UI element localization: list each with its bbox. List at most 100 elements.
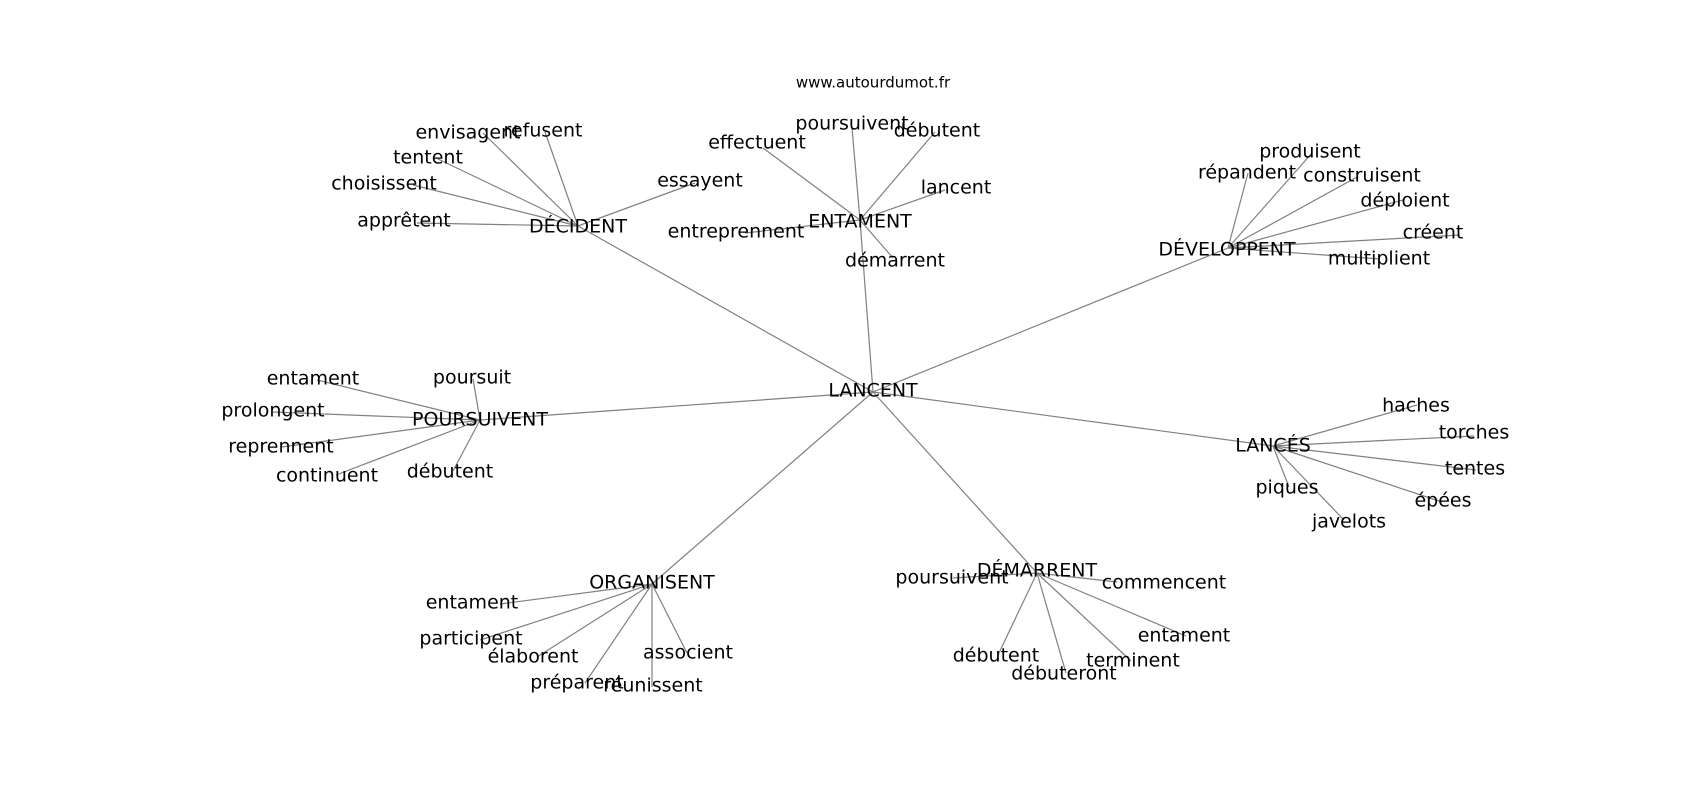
leaf-edge xyxy=(859,219,894,259)
leaf-word: débutent xyxy=(953,645,1039,667)
leaf-edge xyxy=(762,147,861,221)
leaf-edge xyxy=(1227,247,1381,260)
leaf-edge xyxy=(859,189,946,221)
leaf-word: tentent xyxy=(393,147,463,169)
leaf-word: continuent xyxy=(276,465,378,487)
leaf-word: apprêtent xyxy=(357,210,450,232)
leaf-word: poursuivent xyxy=(795,113,908,135)
leaf-edge xyxy=(1227,152,1313,249)
leaf-edge xyxy=(416,222,579,227)
hub-word: POURSUIVENT xyxy=(412,409,548,431)
leaf-edge xyxy=(536,583,653,658)
center-edge xyxy=(479,391,874,421)
leaf-word: entament xyxy=(1138,625,1231,647)
leaf-edge xyxy=(281,419,481,448)
center-edge xyxy=(872,247,1229,393)
leaf-word: piques xyxy=(1255,477,1318,499)
leaf-word: reprennent xyxy=(228,436,334,458)
leaf-word: lancent xyxy=(921,177,992,199)
center-edge xyxy=(872,391,1038,574)
leaf-word: prolongent xyxy=(221,400,324,422)
leaf-edge xyxy=(544,131,579,227)
leaf-word: essayent xyxy=(657,170,743,192)
leaf-edge xyxy=(1227,172,1249,249)
leaf-edge xyxy=(412,184,579,227)
leaf-edge xyxy=(1036,572,1187,637)
leaf-edge xyxy=(1036,572,1132,662)
hub-word: DÉCIDENT xyxy=(529,215,627,238)
leaf-edge xyxy=(316,379,481,421)
leaf-word: réunissent xyxy=(603,675,702,697)
leaf-word: répandent xyxy=(1198,162,1296,184)
leaf-word: associent xyxy=(643,642,733,664)
leaf-word: entament xyxy=(267,368,360,390)
center-edge xyxy=(872,391,1274,447)
hub-word: ENTAMENT xyxy=(808,211,912,233)
hub-word: LANCÉS xyxy=(1235,434,1311,457)
leaf-word: entament xyxy=(426,592,519,614)
leaf-edge xyxy=(952,572,1038,579)
leaf-edge xyxy=(997,572,1038,656)
leaf-edge xyxy=(1272,445,1443,503)
leaf-edge xyxy=(1272,404,1418,447)
leaf-edge xyxy=(479,583,653,641)
leaf-word: épées xyxy=(1414,490,1471,512)
hub-word: DÉMARRENT xyxy=(977,559,1098,582)
leaf-word: démarrent xyxy=(845,250,945,272)
leaf-edge xyxy=(1036,572,1118,583)
leaf-edge xyxy=(499,583,653,605)
leaf-word: commencent xyxy=(1102,572,1226,594)
leaf-word: construisent xyxy=(1303,165,1421,187)
leaf-word: débutent xyxy=(894,120,980,142)
leaf-word: refusent xyxy=(504,120,583,142)
leaf-word: torches xyxy=(1439,422,1510,444)
leaf-edge xyxy=(335,419,481,476)
leaf-word: produisent xyxy=(1259,141,1361,163)
leaf-edge xyxy=(744,219,861,234)
leaf-word: créent xyxy=(1403,222,1464,244)
leaf-word: débutent xyxy=(407,461,493,483)
leaf-word: poursuit xyxy=(433,367,511,389)
leaf-edge xyxy=(1272,445,1477,471)
leaf-word: effectuent xyxy=(708,132,806,154)
leaf-edge xyxy=(272,411,481,421)
leaf-word: préparent xyxy=(530,672,623,694)
leaf-word: élaborent xyxy=(488,646,579,668)
leaf-word: terminent xyxy=(1086,650,1180,672)
leaf-word: poursuivent xyxy=(895,567,1008,589)
center-word: LANCENT xyxy=(828,380,918,402)
center-edge xyxy=(859,219,874,393)
hub-word: DÉVELOPPENT xyxy=(1158,238,1296,261)
center-edge xyxy=(651,391,874,585)
leaf-edge xyxy=(452,419,481,472)
graph-edges xyxy=(272,127,1477,687)
leaf-edge xyxy=(1272,445,1345,521)
leaf-edge xyxy=(651,583,688,654)
leaf-edge xyxy=(472,378,481,421)
graph-labels: www.autourdumot.fr LANCENT DÉCIDENT envis… xyxy=(221,74,1509,697)
leaf-edge xyxy=(437,158,579,227)
leaf-edge xyxy=(851,127,861,221)
leaf-edge xyxy=(482,132,579,227)
center-edge xyxy=(577,225,874,393)
leaf-edge xyxy=(577,182,696,227)
leaf-edge xyxy=(1227,234,1461,249)
leaf-edge xyxy=(584,583,653,684)
leaf-edge xyxy=(1227,199,1404,249)
leaf-word: débuteront xyxy=(1011,663,1117,685)
leaf-word: entreprennent xyxy=(668,221,805,243)
source-label: www.autourdumot.fr xyxy=(796,74,951,92)
leaf-edge xyxy=(1227,176,1358,249)
leaf-edge xyxy=(859,131,936,221)
leaf-word: déploient xyxy=(1360,190,1449,212)
leaf-word: envisagent xyxy=(415,122,520,144)
leaf-edge xyxy=(1272,445,1290,488)
leaf-word: javelots xyxy=(1311,511,1386,533)
leaf-word: choisissent xyxy=(331,173,437,195)
leaf-word: multiplient xyxy=(1328,248,1430,270)
hub-word: ORGANISENT xyxy=(589,572,715,594)
leaf-edge xyxy=(1036,572,1067,674)
leaf-word: participent xyxy=(419,628,522,650)
leaf-word: tentes xyxy=(1445,458,1505,480)
